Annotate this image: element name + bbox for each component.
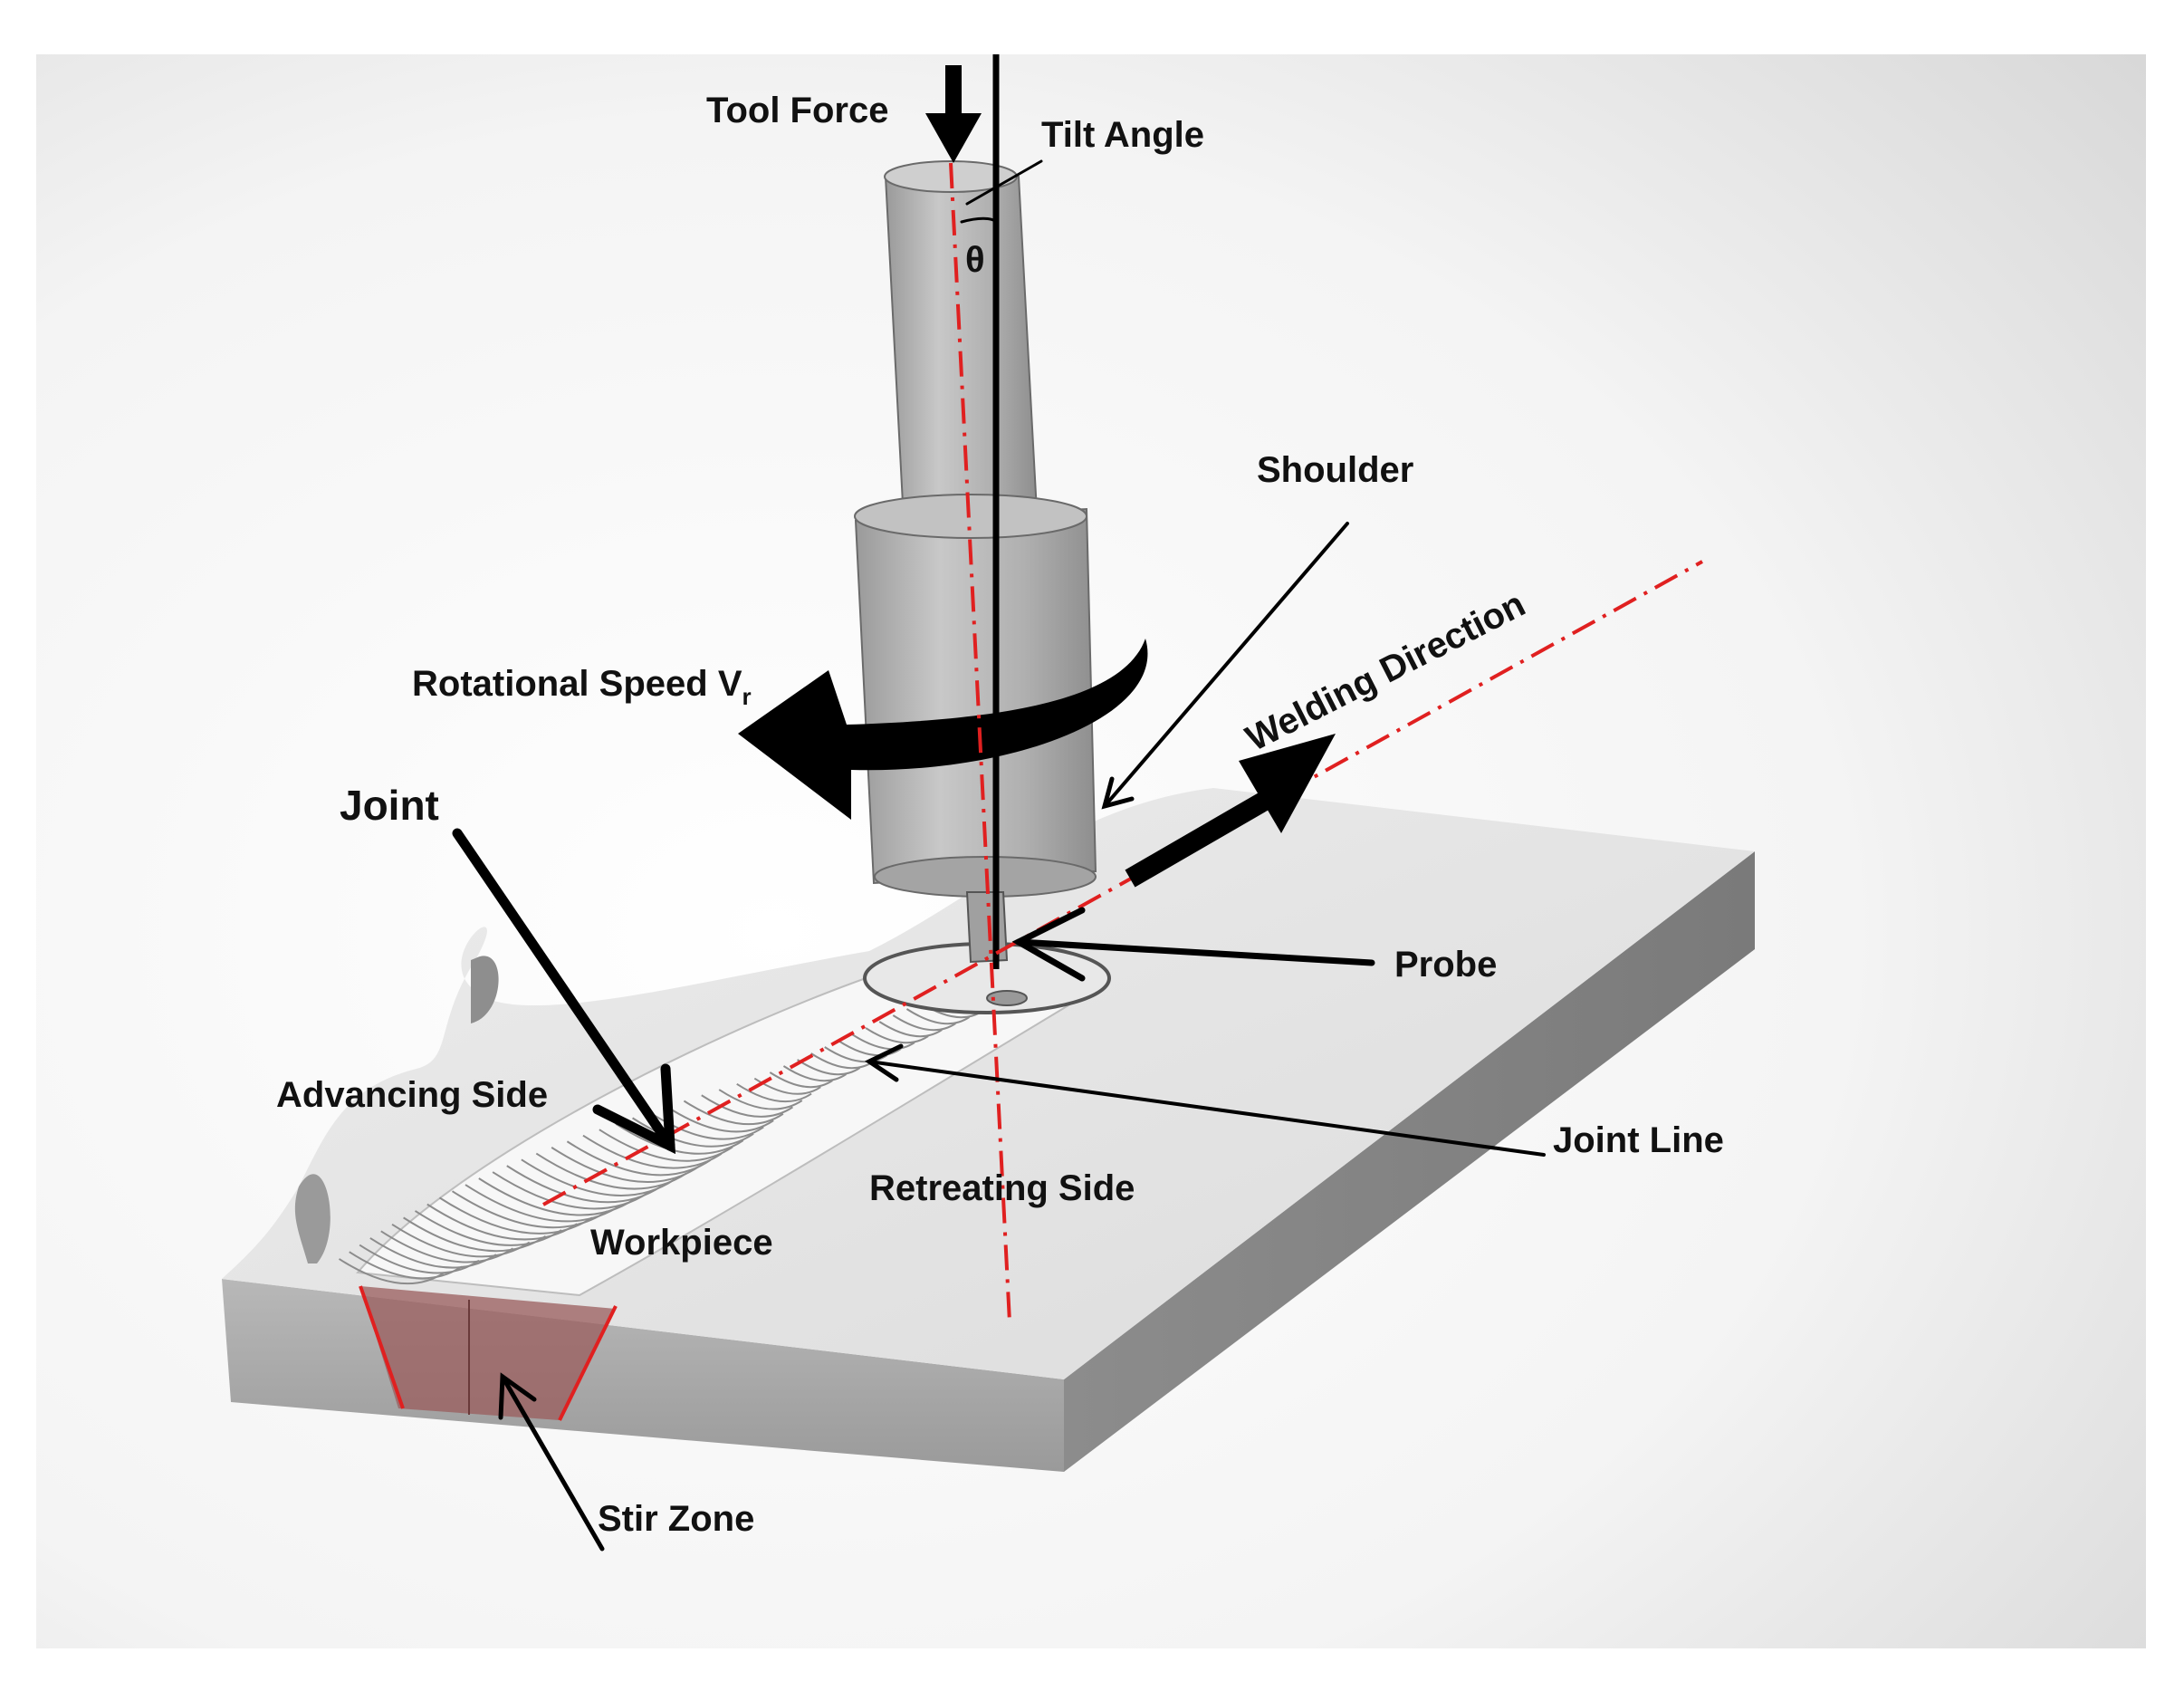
weld-ripples [338, 976, 1039, 1285]
tilt-angle-arc [960, 216, 998, 224]
weld-ripple [632, 1117, 754, 1148]
stir-zone-section [360, 1286, 616, 1420]
leaders [452, 159, 1546, 1552]
joint-line-leader [867, 1060, 1546, 1157]
weld-ripple [701, 1094, 793, 1118]
joint-leader-head [592, 1063, 676, 1155]
weld-ripple [492, 1171, 649, 1210]
weld-ripple [878, 1021, 943, 1038]
stir-zone-left-boundary [359, 1285, 405, 1409]
probe-hole [986, 990, 1028, 1006]
label-retreating-side: Retreating Side [869, 1168, 1135, 1208]
tool-shoulder-top [854, 494, 1087, 539]
joint-leader [452, 828, 675, 1151]
weld-ripple [666, 1105, 774, 1133]
plate-cutout-edge-lower [294, 1174, 330, 1263]
stir-zone-leader [500, 1374, 605, 1552]
stir-zone-right-boundary [558, 1305, 618, 1421]
weld-ripple [551, 1147, 700, 1183]
label-workpiece: Workpiece [590, 1223, 773, 1263]
weld-ripple [506, 1165, 663, 1204]
weld-ripple [782, 1065, 847, 1082]
probe-leader-head [1011, 907, 1086, 982]
label-shoulder: Shoulder [1257, 450, 1413, 490]
weld-ripple [465, 1184, 622, 1223]
weld-ripple [478, 1177, 636, 1216]
weld-ripple [521, 1158, 675, 1196]
weld-ripple [599, 1129, 733, 1162]
weld-seam [338, 963, 1071, 1297]
weld-ripple [582, 1134, 723, 1169]
label-advancing-side: Advancing Side [276, 1075, 548, 1115]
probe-leader [1015, 938, 1375, 966]
plate-side-face [1064, 851, 1755, 1472]
weld-ripple [865, 1027, 929, 1044]
weld-ripple [718, 1089, 803, 1110]
weld-ripple [905, 1008, 970, 1025]
shoulder-leader-head [1101, 776, 1135, 810]
weld-ripple [797, 1059, 861, 1076]
tilt-angle-leader [965, 159, 1043, 206]
weld-ripple [851, 1033, 915, 1051]
joint-centerline [542, 560, 1703, 1206]
joint-line-leader-head [864, 1043, 904, 1082]
tool-axis-line [949, 162, 1011, 1323]
weld-ripple [769, 1071, 833, 1089]
plate-cutout-edge [471, 956, 499, 1023]
rotational-speed-main: Rotational Speed V [412, 664, 742, 704]
weld-ripple [736, 1082, 812, 1103]
tool-force-arrow-head [925, 113, 982, 163]
tool-shoulder-bottom [874, 856, 1097, 898]
weld-ripple [615, 1122, 744, 1155]
label-joint-line: Joint Line [1553, 1120, 1724, 1160]
weld-ripple [824, 1046, 888, 1063]
weld-ripple [535, 1152, 688, 1190]
label-joint: Joint [340, 782, 439, 829]
weld-ripple [810, 1052, 875, 1070]
weld-ripple [892, 1014, 956, 1032]
rotational-speed-subscript: r [742, 683, 752, 710]
label-rotational-speed: Rotational Speed Vr [412, 664, 752, 710]
label-probe: Probe [1394, 945, 1497, 985]
weld-ripple [683, 1100, 784, 1126]
weld-ripple [451, 1190, 608, 1229]
welding-direction-arrow-shaft [1125, 793, 1269, 888]
label-stir-zone: Stir Zone [598, 1499, 754, 1539]
stir-zone-leader-head [498, 1372, 537, 1420]
weld-ripple [838, 1040, 902, 1057]
label-tilt-angle: Tilt Angle [1041, 115, 1204, 155]
label-theta: θ [965, 240, 985, 280]
tool-shoulder [854, 507, 1097, 885]
weld-ripple [438, 1196, 593, 1235]
centerlines [542, 162, 1703, 1323]
weld-ripple [566, 1140, 712, 1177]
tool-shank [884, 176, 1039, 523]
welding-direction-arrow-head [1239, 734, 1336, 833]
label-tool-force: Tool Force [706, 91, 888, 130]
shoulder-leader [1103, 522, 1349, 808]
rotation-arrow [738, 639, 1148, 820]
